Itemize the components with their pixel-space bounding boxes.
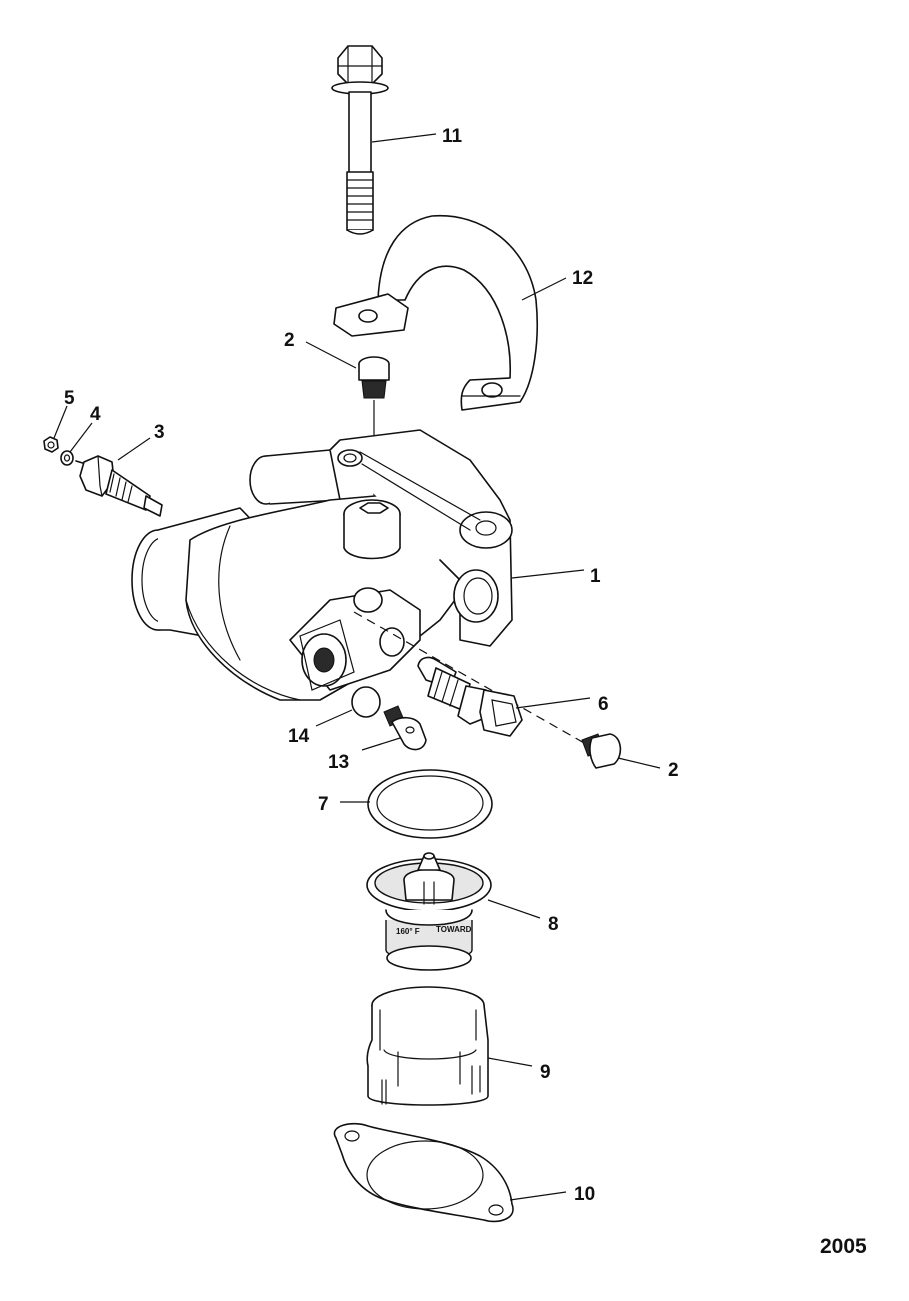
washer-part-4 [60, 450, 74, 466]
diagram-code: 2005 [820, 1235, 867, 1258]
plug-part-14 [351, 686, 381, 718]
callout-11: 11 [442, 126, 463, 147]
bracket-part-12 [333, 214, 539, 411]
leader-lines [53, 133, 661, 1201]
callout-3: 3 [154, 422, 165, 443]
callout-2-top: 2 [284, 330, 295, 351]
callout-6: 6 [598, 694, 609, 715]
leader-13 [361, 737, 401, 751]
pipe-plug-part-2-top [358, 356, 390, 399]
leader-5 [53, 405, 68, 439]
thermostat-part-8: 160° F TOWARD [366, 852, 492, 971]
leader-3 [117, 437, 151, 461]
leader-10 [509, 1191, 567, 1201]
temperature-sensor-part-6 [417, 656, 523, 737]
gasket-part-10 [333, 1122, 514, 1223]
leader-4 [69, 422, 93, 453]
callout-2-bottom: 2 [668, 760, 679, 781]
thermostat-temperature-stamp: 160° F [396, 927, 420, 936]
callout-5: 5 [64, 388, 75, 409]
nut-part-5 [43, 436, 59, 453]
callout-9: 9 [540, 1062, 551, 1083]
leader-11 [371, 133, 437, 143]
thermostat-direction-stamp: TOWARD [436, 925, 472, 934]
callout-14: 14 [288, 726, 310, 747]
thermostat-housing-part-1 [131, 429, 513, 701]
bolt-part-11 [331, 45, 389, 235]
leader-2-bottom [617, 757, 661, 769]
leader-2-top [305, 341, 357, 369]
sensor-alignment-line [353, 611, 601, 753]
callout-7: 7 [318, 794, 329, 815]
leader-1 [511, 569, 585, 579]
callout-1: 1 [590, 566, 601, 587]
leader-6 [515, 697, 591, 709]
callout-13: 13 [328, 752, 349, 773]
petcock-part-13 [383, 705, 427, 751]
sender-part-3 [75, 455, 163, 517]
callout-labels: 11 12 2 5 4 3 1 6 14 13 2 7 8 9 10 [64, 126, 679, 1205]
seal-ring-part-7 [367, 769, 493, 839]
sleeve-part-9 [366, 986, 489, 1106]
leader-8 [487, 899, 541, 919]
leader-14 [315, 709, 353, 727]
callout-4: 4 [90, 404, 101, 425]
leader-12 [521, 277, 567, 301]
callout-12: 12 [572, 268, 593, 289]
callout-8: 8 [548, 914, 559, 935]
pipe-plug-part-2-bottom [581, 733, 622, 769]
leader-9 [487, 1057, 533, 1067]
callout-10: 10 [574, 1184, 595, 1205]
